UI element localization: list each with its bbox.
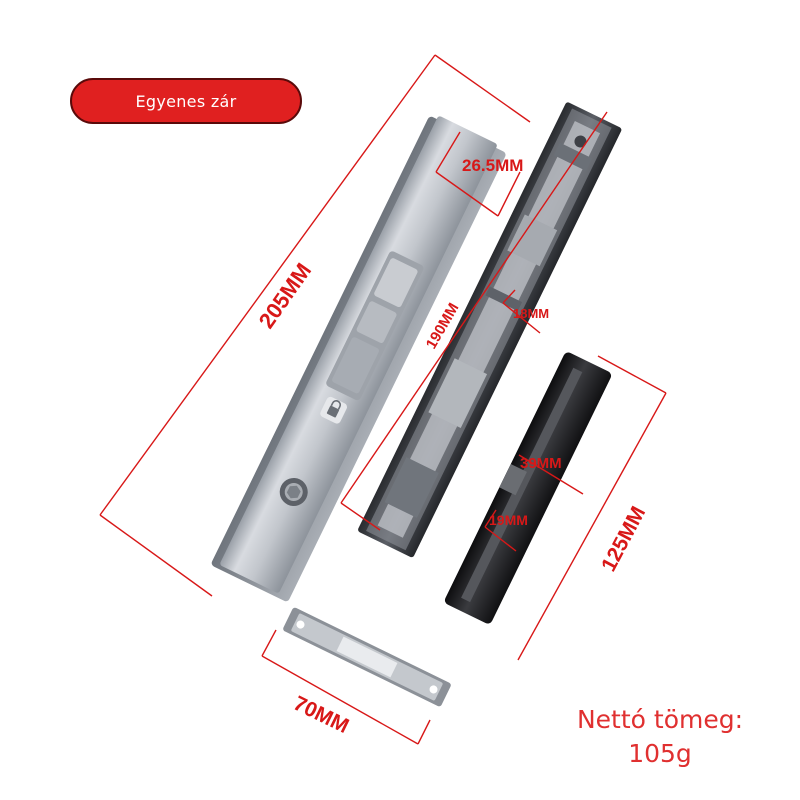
lock-length-label: 205MM [254, 258, 317, 332]
strike-plate [283, 607, 451, 707]
lock-width-label: 26.5MM [462, 156, 523, 175]
straight-lock-body [211, 116, 506, 602]
lock-type-badge: Egyenes zár [70, 78, 302, 124]
lock-keeper [444, 352, 612, 624]
dimension-lines [99, 54, 667, 745]
keeper-width-label: 19MM [489, 512, 528, 528]
net-weight-label: Nettó tömeg: [576, 705, 744, 734]
screw-icon [279, 478, 308, 507]
keeper-length-label: 125MM [597, 503, 650, 576]
inner-lock-mechanism [358, 102, 622, 558]
lock-type-label: Egyenes zár [135, 91, 237, 111]
padlock-icon [320, 396, 347, 424]
inner-width-label: 18MM [513, 306, 549, 321]
keeper-depth-label: 39MM [520, 455, 562, 472]
strike-length-label: 70MM [290, 692, 353, 738]
net-weight: Nettó tömeg: 105g [560, 703, 760, 771]
net-weight-value: 105g [628, 739, 692, 768]
